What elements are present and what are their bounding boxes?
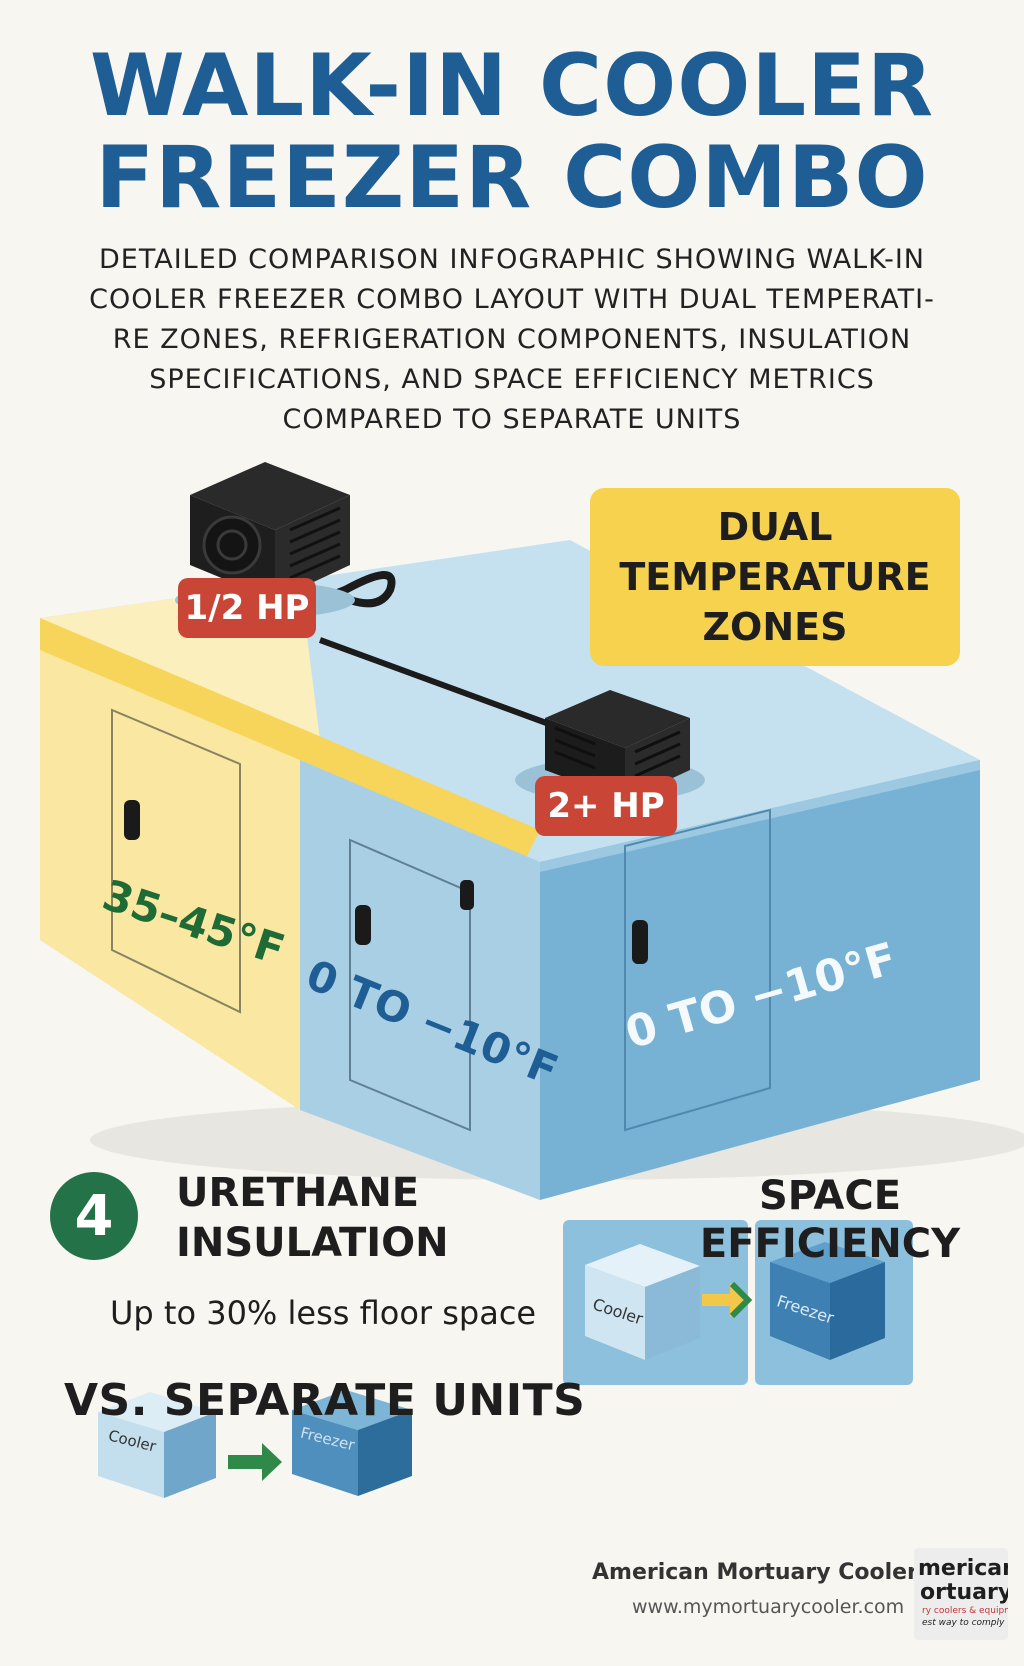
freezer-door-1 xyxy=(349,838,471,1132)
floor-space-note: Up to 30% less floor space xyxy=(110,1294,537,1332)
insulation-number-badge: 4 xyxy=(50,1172,138,1260)
subtitle-line: COMPARED TO SEPARATE UNITS xyxy=(282,404,742,435)
vs-arrow-icon xyxy=(228,1443,282,1481)
company-logo: merican ortuary ry coolers & equipment e… xyxy=(914,1548,1008,1640)
footer-company-name: American Mortuary Coolers xyxy=(592,1560,931,1585)
insulation-line-2: INSULATION xyxy=(176,1220,449,1266)
insulation-line-1: URETHANE xyxy=(176,1170,420,1216)
freezer-door-1-handle xyxy=(355,905,371,945)
efficiency-chevron-icon xyxy=(729,1281,753,1319)
dual-line-3: ZONES xyxy=(702,605,848,649)
dual-temperature-zones-box: DUAL TEMPERATURE ZONES xyxy=(590,488,960,666)
subtitle-line: DETAILED COMPARISON INFOGRAPHIC SHOWING … xyxy=(98,244,926,275)
space-line-1: SPACE xyxy=(758,1173,902,1219)
subtitle-line: SPECIFICATIONS, AND SPACE EFFICIENCY MET… xyxy=(149,364,875,395)
page-title: WALK-IN COOLER FREEZER COMBO xyxy=(0,40,1024,224)
subtitle-line: RE ZONES, REFRIGERATION COMPONENTS, INSU… xyxy=(112,324,912,355)
cooler-door-handle xyxy=(124,800,140,840)
subtitle: DETAILED COMPARISON INFOGRAPHIC SHOWING … xyxy=(70,240,954,440)
hp-badge-large: 2+ HP xyxy=(535,776,677,836)
footer-url: www.mymortuarycooler.com xyxy=(632,1596,905,1618)
logo-line-4: est way to comply xyxy=(922,1618,1005,1628)
space-line-2: EFFICIENCY xyxy=(699,1221,961,1267)
insulation-title: URETHANE INSULATION xyxy=(176,1168,449,1268)
efficiency-arrow-icon xyxy=(702,1283,746,1317)
title-line-2: FREEZER COMBO xyxy=(95,128,929,228)
vs-freezer-cube xyxy=(292,1390,412,1496)
hp-badge-small: 1/2 HP xyxy=(178,578,316,638)
efficiency-cooler-cube xyxy=(585,1244,700,1360)
freezer-door-2-handle xyxy=(632,920,648,964)
dual-line-2: TEMPERATURE xyxy=(619,555,931,599)
logo-line-3: ry coolers & equipment xyxy=(922,1606,1008,1616)
subtitle-line: COOLER FREEZER COMBO LAYOUT WITH DUAL TE… xyxy=(89,284,935,315)
logo-line-1: merican xyxy=(918,1556,1008,1581)
refrigerant-coil xyxy=(318,571,396,608)
freezer-top-edge xyxy=(540,760,980,872)
efficiency-freezer-cube xyxy=(770,1242,885,1360)
roof-edge-cooler xyxy=(40,618,540,870)
freezer-face-side xyxy=(540,760,980,1200)
dual-line-1: DUAL xyxy=(717,505,833,549)
freezer-door-2 xyxy=(624,808,771,1132)
cooler-door xyxy=(111,708,241,1014)
vs-cooler-cube xyxy=(98,1392,216,1498)
freezer-face-front xyxy=(300,760,540,1200)
fan-icon xyxy=(202,515,262,575)
logo-line-2: ortuary xyxy=(920,1580,1008,1605)
refrigerant-line xyxy=(318,637,562,731)
cooler-face xyxy=(40,650,300,1110)
freezer-door-1-hinge xyxy=(460,880,474,910)
title-line-1: WALK-IN COOLER xyxy=(89,36,935,136)
space-efficiency-title: SPACE EFFICIENCY xyxy=(690,1172,970,1268)
vs-separate-units-label: VS. SEPARATE UNITS xyxy=(64,1375,586,1426)
